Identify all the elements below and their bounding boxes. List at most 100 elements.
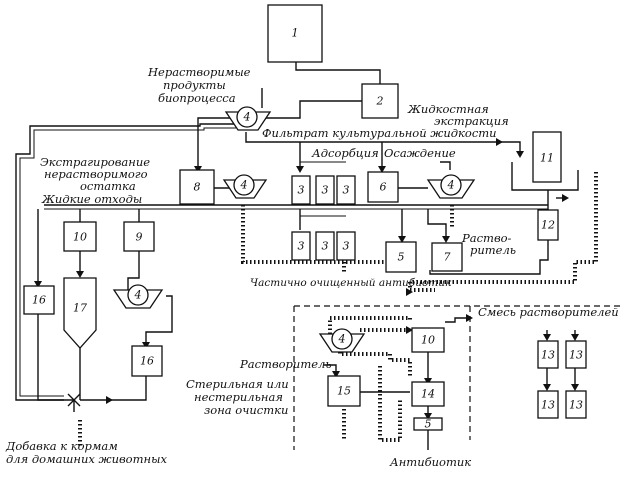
svg-text:3: 3	[343, 240, 350, 253]
svg-text:7: 7	[444, 251, 451, 264]
block-13-c: 13	[565, 340, 587, 369]
pipe-left-loop-inner	[19, 127, 236, 397]
pipe-9-to-filter	[127, 251, 140, 296]
svg-text:для домашних животных: для домашних животных	[6, 452, 167, 466]
svg-text:биопроцесса: биопроцесса	[158, 91, 236, 105]
svg-text:15: 15	[337, 385, 351, 398]
pipe-16a-out	[37, 314, 75, 412]
filter-4-residue: 4	[222, 174, 268, 199]
block-17-hopper: 17	[63, 277, 97, 349]
svg-text:17: 17	[73, 302, 87, 315]
svg-text:экстракция: экстракция	[434, 114, 509, 128]
label-feed-additive: Добавка к кормам для домашних животных	[5, 439, 167, 466]
svg-text:остатка: остатка	[80, 179, 136, 193]
block-3-col3: 3	[336, 175, 356, 205]
svg-text:13: 13	[541, 349, 555, 362]
label-extraction-residue: Экстрагирование нерастворимого остатка	[40, 155, 150, 193]
svg-text:нерастворимого: нерастворимого	[44, 167, 148, 181]
arrow-21	[496, 138, 503, 146]
svg-text:4: 4	[243, 111, 251, 124]
svg-text:ритель: ритель	[470, 243, 516, 257]
pipe-left-loop	[15, 123, 236, 401]
filter-4-purification: 4	[318, 328, 366, 353]
block-1: 1	[267, 4, 323, 63]
block-16-left: 16	[23, 285, 55, 315]
block-13-b: 13	[537, 390, 559, 419]
svg-text:3: 3	[322, 184, 329, 197]
svg-text:9: 9	[136, 231, 143, 244]
svg-text:4: 4	[447, 179, 455, 192]
arrow-15	[466, 314, 473, 322]
block-5-bottom: 5	[413, 417, 443, 431]
svg-text:5: 5	[425, 418, 432, 431]
svg-text:3: 3	[343, 184, 350, 197]
svg-text:12: 12	[541, 219, 555, 232]
pipe-filtrate-main	[245, 132, 521, 155]
arrow-17	[571, 334, 579, 341]
svg-text:4: 4	[240, 179, 248, 192]
block-3-col1: 3	[291, 175, 311, 205]
block-13-d: 13	[565, 390, 587, 419]
label-broth-filtrate: Фильтрат культуральной жидкости	[262, 126, 497, 140]
svg-text:Стерильная или: Стерильная или	[186, 377, 289, 391]
arrow-19	[571, 384, 579, 391]
arrow-7	[76, 271, 84, 278]
label-adsorption: Адсорбция	[311, 146, 379, 160]
svg-text:4: 4	[134, 289, 142, 302]
block-8: 8	[179, 169, 215, 205]
svg-text:3: 3	[298, 184, 305, 197]
svg-text:1: 1	[292, 27, 299, 40]
label-antibiotic: Антибиотик	[389, 455, 471, 469]
label-liquid-waste: Жидкие отходы	[41, 192, 142, 206]
block-12: 12	[537, 209, 559, 241]
hatch-filter4b-down	[241, 205, 405, 264]
svg-text:13: 13	[569, 399, 583, 412]
svg-text:14: 14	[421, 388, 435, 401]
block-3-col2: 3	[315, 175, 335, 205]
arrow-10	[398, 236, 406, 243]
hatch-to-filter4e	[328, 316, 412, 334]
svg-text:13: 13	[541, 399, 555, 412]
svg-text:4: 4	[338, 333, 346, 346]
pipe-2-to-filter	[262, 100, 367, 119]
label-solvent-mix: Смесь растворителей	[478, 305, 619, 319]
arrow-14	[424, 413, 432, 420]
svg-text:Нерастворимые: Нерастворимые	[147, 65, 251, 79]
svg-text:Жидкостная: Жидкостная	[407, 102, 489, 116]
block-5: 5	[385, 241, 417, 273]
pipe-filter-to-16	[145, 295, 173, 346]
svg-text:3: 3	[298, 240, 305, 253]
svg-text:продукты: продукты	[163, 78, 226, 92]
arrow-4	[378, 166, 386, 173]
block-6: 6	[367, 171, 399, 203]
block-10-right: 10	[411, 327, 445, 353]
svg-text:Раство-: Раство-	[461, 231, 512, 245]
svg-text:2: 2	[376, 95, 384, 108]
block-3-col6: 3	[336, 231, 356, 261]
block-10-left: 10	[63, 221, 97, 252]
arrow-23	[406, 288, 413, 296]
pipe-to-7	[427, 209, 447, 240]
block-13-a: 13	[537, 340, 559, 369]
filter-4-waste: 4	[112, 284, 164, 309]
svg-text:5: 5	[398, 251, 405, 264]
label-liquid-extraction: Жидкостная экстракция	[407, 102, 509, 128]
svg-text:3: 3	[322, 240, 329, 253]
svg-text:нестерильная: нестерильная	[194, 390, 283, 404]
svg-text:8: 8	[194, 181, 201, 194]
arrow-20	[562, 194, 569, 202]
block-11: 11	[532, 131, 562, 183]
arrow-5	[516, 151, 524, 158]
label-solvent: Растворитель	[239, 357, 332, 371]
pipe-12-out	[429, 240, 549, 275]
svg-text:10: 10	[73, 231, 87, 244]
arrow-12	[332, 371, 340, 378]
svg-text:6: 6	[380, 181, 387, 194]
block-3-col5: 3	[315, 231, 335, 261]
svg-text:16: 16	[140, 355, 154, 368]
hatch-right-loop	[408, 172, 598, 292]
svg-text:16: 16	[32, 294, 46, 307]
filter-4-precipitate: 4	[426, 174, 476, 199]
svg-text:10: 10	[421, 334, 435, 347]
